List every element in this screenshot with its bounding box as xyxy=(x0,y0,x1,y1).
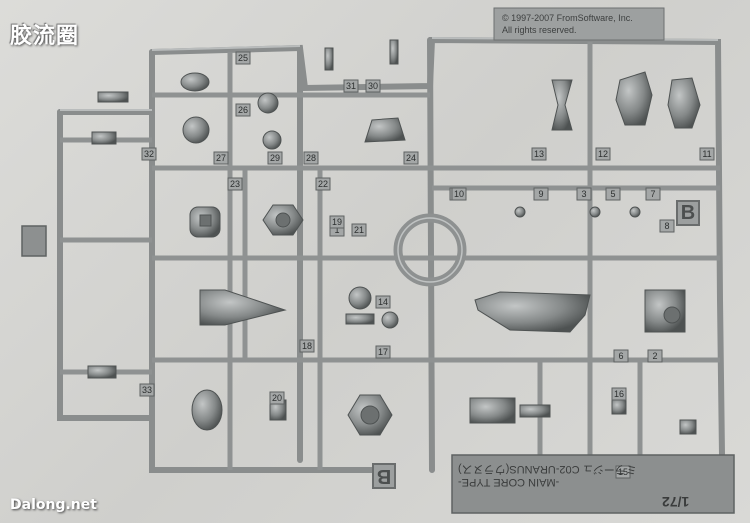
part-number-label: 7 xyxy=(650,189,655,199)
model-line-2: ミラージュ C02-URANUS(ウラヌス) xyxy=(458,463,637,475)
plate-letter-bottom: B xyxy=(372,463,396,489)
part-number-tab xyxy=(647,349,663,363)
part-number-tab xyxy=(267,151,283,165)
part-number-tab xyxy=(365,79,381,93)
copyright-text: © 1997-2007 FromSoftware, Inc. All right… xyxy=(502,12,633,36)
part-number-tab xyxy=(141,147,157,161)
copyright-line-2: All rights reserved. xyxy=(502,25,577,35)
part-number-tab xyxy=(699,147,715,161)
part-number-label: 31 xyxy=(346,81,356,91)
part-number-tab xyxy=(213,151,229,165)
part-number-tab xyxy=(329,215,345,229)
part-number-label: 32 xyxy=(144,149,154,159)
part-number-tab xyxy=(615,465,631,479)
model-name-label: -MAIN CORE TYPE- ミラージュ C02-URANUS(ウラヌス) xyxy=(458,462,728,488)
part-number-tab xyxy=(605,187,621,201)
plate-label-tab xyxy=(451,454,735,514)
model-line-1: -MAIN CORE TYPE- xyxy=(458,476,560,488)
part-number-tab xyxy=(645,187,661,201)
part-number-tab xyxy=(613,349,629,363)
part-number-tab xyxy=(531,147,547,161)
part-number-label: 17 xyxy=(378,347,388,357)
part-number-tab xyxy=(375,295,391,309)
plate-letter-right: B xyxy=(676,200,700,226)
part-number-tab xyxy=(235,103,251,117)
part-number-tab xyxy=(343,79,359,93)
part-number-label: 24 xyxy=(406,153,416,163)
scale-label: 1/72 xyxy=(662,494,690,510)
part-number-label: 23 xyxy=(230,179,240,189)
part-number-tab xyxy=(403,151,419,165)
part-number-label: 14 xyxy=(378,297,388,307)
part-number-tab xyxy=(299,339,315,353)
part-number-tab xyxy=(576,187,592,201)
part-number-tab xyxy=(351,223,367,237)
part-number-label: 13 xyxy=(534,149,544,159)
part-number-label: 33 xyxy=(142,385,152,395)
part-number-label: 27 xyxy=(216,153,226,163)
part-number-label: 20 xyxy=(272,393,282,403)
part-number-label: 8 xyxy=(664,221,669,231)
part-number-tab xyxy=(235,51,251,65)
part-number-label: 6 xyxy=(618,351,623,361)
part-number-label: 29 xyxy=(270,153,280,163)
part-number-tab xyxy=(375,345,391,359)
part-number-label: 28 xyxy=(306,153,316,163)
part-number-tab xyxy=(611,387,627,401)
watermark-bottom: Dalong.net xyxy=(10,497,97,513)
part-number-label: 30 xyxy=(368,81,378,91)
part-number-label: 16 xyxy=(614,389,624,399)
part-number-label: 5 xyxy=(610,189,615,199)
part-number-label: 15 xyxy=(618,467,628,477)
part-number-tabs: 1234567891011121314151617181920212223242… xyxy=(139,51,715,479)
copyright-line-1: © 1997-2007 FromSoftware, Inc. xyxy=(502,13,633,23)
part-number-tab xyxy=(139,383,155,397)
part-number-label: 1 xyxy=(334,225,339,235)
part-number-tab xyxy=(595,147,611,161)
part-number-tab xyxy=(227,177,243,191)
part-number-label: 10 xyxy=(454,189,464,199)
part-number-tab xyxy=(303,151,319,165)
part-number-label: 3 xyxy=(581,189,586,199)
part-number-label: 26 xyxy=(238,105,248,115)
part-number-tab xyxy=(659,219,675,233)
part-number-label: 25 xyxy=(238,53,248,63)
part-number-label: 19 xyxy=(332,217,342,227)
part-number-label: 21 xyxy=(354,225,364,235)
part-number-tab xyxy=(451,187,467,201)
sprue-parts xyxy=(87,39,701,436)
part-number-label: 22 xyxy=(318,179,328,189)
part-number-tab xyxy=(315,177,331,191)
sprue-tab-left xyxy=(21,225,47,257)
watermark-top: 胶流圈 xyxy=(10,24,80,49)
copyright-tab xyxy=(493,7,665,41)
part-number-label: 9 xyxy=(538,189,543,199)
part-number-label: 12 xyxy=(598,149,608,159)
part-number-tab xyxy=(533,187,549,201)
part-number-label: 2 xyxy=(652,351,657,361)
part-number-label: 11 xyxy=(702,149,711,159)
part-number-label: 18 xyxy=(302,341,312,351)
part-number-tab xyxy=(269,391,285,405)
